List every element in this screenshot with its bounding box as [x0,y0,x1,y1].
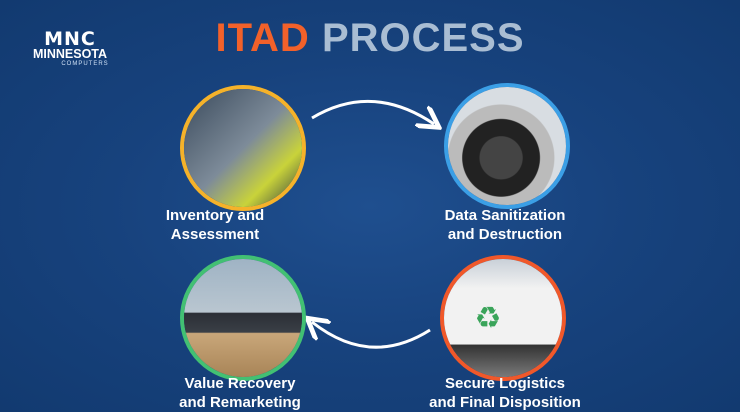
recycle-icon: ♻ [474,301,502,335]
title-process: PROCESS [321,16,525,60]
page-title: ITAD PROCESS [0,16,740,61]
label-line: and Destruction [447,226,563,243]
title-itad: ITAD [215,16,310,60]
label-line: Assessment [170,226,260,243]
logo: MNC MINNESOTA COMPUTERS [30,28,110,68]
step-sanitization-label: Data Sanitization and Destruction [405,206,605,244]
arrow-top-icon [311,100,434,124]
step-value-recovery-label: Value Recovery and Remarketing [140,374,340,412]
step-inventory-image [180,85,306,211]
step-logistics-image: ♻ [440,255,566,381]
step-logistics-label: Secure Logistics and Final Disposition [405,374,605,412]
label-line: and Remarketing [179,394,301,411]
label-line: Data Sanitization [444,207,566,224]
logo-mark: MNC [44,28,96,50]
label-line: Inventory and [165,207,265,224]
logo-sub: COMPUTERS [61,61,109,67]
step-value-recovery-image [180,255,306,381]
label-line: and Final Disposition [429,394,581,411]
step-sanitization-image [444,83,570,209]
label-line: Value Recovery [184,375,296,392]
arrow-bottom-icon [312,322,431,349]
label-line: Secure Logistics [444,375,566,392]
logo-name: MINNESOTA [32,47,108,61]
